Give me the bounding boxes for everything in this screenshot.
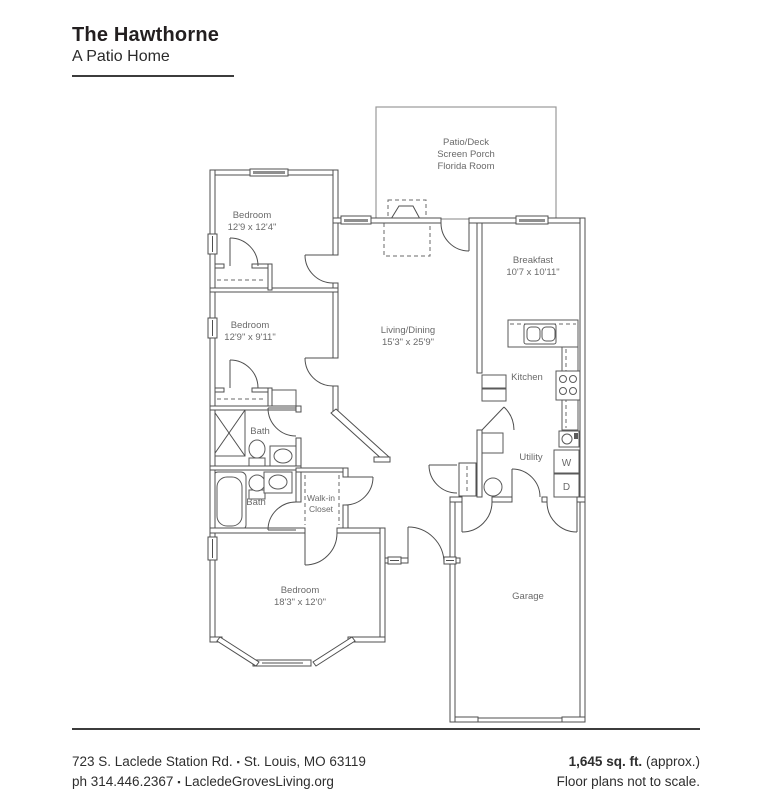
room-label-living-dining: Living/Dining 15'3" x 25'9": [380, 325, 436, 348]
room-label-walkin-closet: Walk-in Closet: [306, 493, 336, 514]
room-label-bath2: Bath: [246, 497, 266, 508]
bath-sink-icon: [263, 471, 293, 494]
window: [207, 317, 218, 339]
linen-closet-icon: [212, 409, 246, 457]
room-label-utility: Utility: [519, 452, 543, 463]
toilet-icon: [248, 474, 266, 500]
dryer-box: D: [553, 473, 580, 498]
door-arc: [229, 237, 259, 267]
garage-door: [477, 717, 563, 723]
stove-icon: [555, 370, 581, 401]
door-arc: [344, 476, 374, 506]
svg-text:W: W: [562, 458, 572, 469]
window: [515, 215, 549, 225]
page-title: The Hawthorne: [72, 24, 220, 46]
fireplace-icon: [383, 199, 431, 257]
bullet-icon: ▪: [236, 757, 240, 767]
utility-cabinet: [481, 432, 504, 454]
room-label-garage: Garage: [512, 591, 544, 602]
closet-rods: [217, 279, 468, 525]
shelf-unit: [271, 389, 297, 407]
footer-approx: (approx.): [645, 754, 700, 769]
door-arc: [229, 359, 259, 389]
door-arc: [304, 357, 334, 387]
laundry-sink-icon: [558, 430, 580, 448]
pantry-cabinet: [481, 388, 507, 402]
room-label-breakfast: Breakfast 10'7 x 10'11": [506, 255, 560, 278]
kitchen-sink-icon: [523, 323, 557, 345]
footer-sqft: 1,645 sq. ft.: [568, 754, 643, 769]
doors: [229, 222, 578, 566]
door-arc: [407, 526, 445, 564]
bathtub-icon: [212, 471, 247, 531]
walls: [209, 169, 586, 723]
room-label-kitchen: Kitchen: [511, 372, 543, 383]
door-arc: [511, 468, 541, 498]
door-arc: [481, 406, 515, 431]
window: [207, 536, 218, 561]
footer-specs: 1,645 sq. ft. (approx.) Floor plans not …: [557, 752, 700, 792]
pantry-cabinet: [481, 374, 507, 389]
window: [207, 233, 218, 255]
toilet-icon: [248, 439, 266, 469]
room-label-bedroom3: Bedroom 18'3" x 12'0": [273, 585, 327, 608]
washer-box: W: [553, 449, 580, 474]
footer-contact: 723 S. Laclede Station Rd.▪St. Louis, MO…: [72, 752, 366, 792]
svg-text:D: D: [563, 482, 570, 493]
footer-scale-note: Floor plans not to scale.: [556, 774, 700, 789]
water-heater-icon: [483, 477, 503, 497]
footer-website: LacledeGrovesLiving.org: [184, 774, 334, 789]
header-divider: [72, 75, 234, 77]
door-arc: [267, 501, 297, 531]
bullet-icon: ▪: [177, 777, 181, 787]
door-arc: [461, 501, 493, 533]
window: [387, 556, 402, 565]
page-subtitle: A Patio Home: [72, 48, 170, 65]
windows: [207, 168, 563, 723]
room-label-bedroom1: Bedroom 12'9 x 12'4": [227, 210, 277, 233]
door-arc: [304, 254, 334, 284]
room-label-bath1: Bath: [250, 426, 270, 437]
room-label-bedroom2: Bedroom 12'9" x 9'11": [224, 320, 276, 343]
window: [340, 215, 372, 225]
door-arc: [304, 532, 338, 566]
footer-divider: [72, 728, 700, 730]
door-arc: [428, 464, 458, 494]
window: [249, 168, 289, 177]
door-arc: [267, 407, 297, 437]
footer-city: St. Louis, MO 63119: [243, 754, 366, 769]
door-arc: [440, 222, 470, 252]
footer-street: 723 S. Laclede Station Rd.: [72, 754, 233, 769]
room-label-patio: Patio/Deck Screen Porch Florida Room: [437, 137, 495, 172]
window: [443, 556, 457, 565]
footer-phone: ph 314.446.2367: [72, 774, 174, 789]
door-arc: [546, 501, 578, 533]
patio-outline: [375, 106, 557, 220]
bath-sink-icon: [269, 445, 297, 468]
